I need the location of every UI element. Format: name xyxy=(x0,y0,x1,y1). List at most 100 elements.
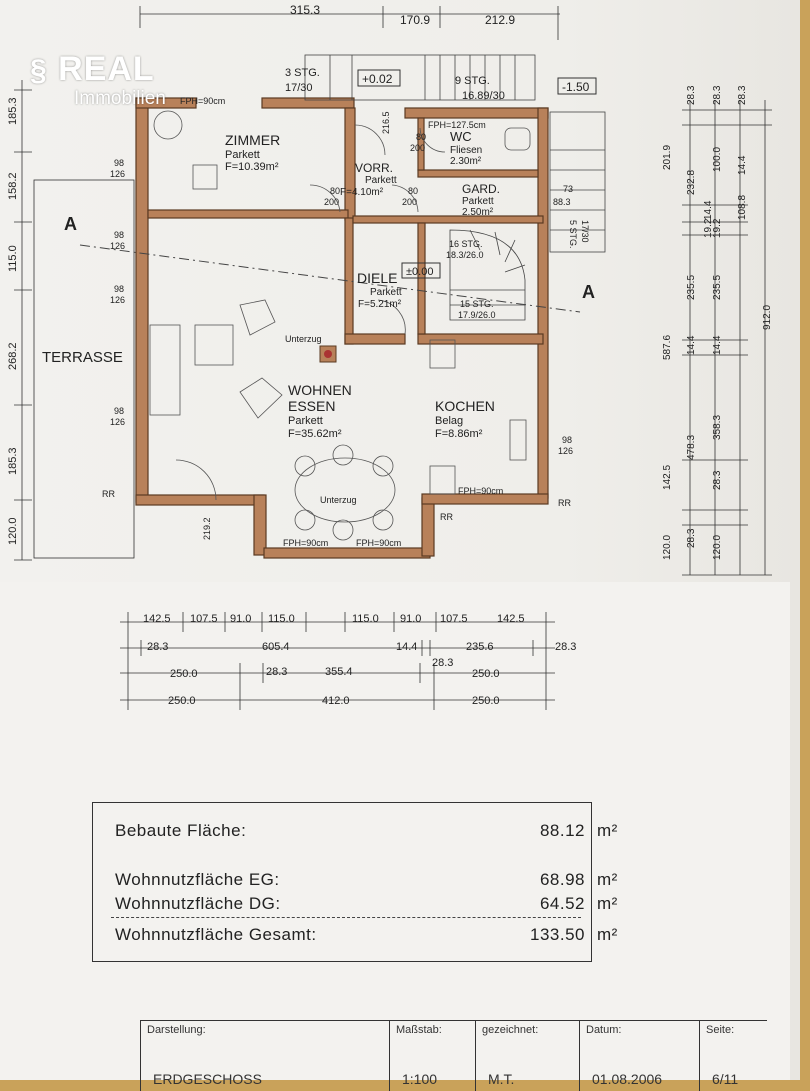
room-essen-name: ESSEN xyxy=(288,398,335,414)
unterzug-label-a: Unterzug xyxy=(285,334,322,344)
dim-left-2: 115.0 xyxy=(7,245,19,272)
stair-label-3: 3 STG. xyxy=(285,67,320,79)
dim-right-b-3: 19.2 xyxy=(712,218,723,238)
fph-label-zimmer: FPH=90cm xyxy=(180,96,225,106)
tb-value: 01.08.2006 xyxy=(592,1071,663,1087)
dim-right-b-9: 120.0 xyxy=(712,535,723,560)
window-dim-126-e: 126 xyxy=(558,446,573,456)
dim-right-b-6: 358.3 xyxy=(712,415,723,440)
dim-bottom-r4-1: 412.0 xyxy=(322,695,350,707)
dim-bottom-r2-0: 28.3 xyxy=(147,641,168,653)
brand-logo: § REAL Immobilien xyxy=(30,50,166,109)
stair-side-dim2: 73 xyxy=(563,184,573,194)
dim-right-a-1: 201.9 xyxy=(662,145,673,170)
area-value: 68.98 xyxy=(539,870,585,889)
dim-right-total: 912.0 xyxy=(762,305,773,330)
stair-ratio-16: 18.3/26.0 xyxy=(446,250,484,260)
tb-label: Maßstab: xyxy=(396,1024,442,1036)
door-dim-200-a: 200 xyxy=(324,197,339,207)
dim-right-b-1: 100.0 xyxy=(712,147,723,172)
room-vorr-floor: Parkett xyxy=(365,175,397,186)
room-kochen-name: KOCHEN xyxy=(435,398,495,414)
area-row-gesamt: Wohnnutzfläche Gesamt: 133.50 m² xyxy=(115,925,617,945)
tb-value: 1:100 xyxy=(402,1071,438,1087)
tb-datum: Datum: 01.08.2006 xyxy=(579,1021,700,1091)
dim-bottom-r4-2: 250.0 xyxy=(472,695,500,707)
dim-bottom-r1-7: 142.5 xyxy=(497,613,525,625)
fph-label-wohnen-a: FPH=90cm xyxy=(283,538,328,548)
tb-massstab: Maßstab: 1:100 xyxy=(389,1021,476,1091)
dim-right-a-9: 142.5 xyxy=(662,465,673,490)
stair-side-ratio: 17/30 xyxy=(580,220,590,243)
dim-bottom-r4-0: 250.0 xyxy=(168,695,196,707)
dim-right-b-5: 235.5 xyxy=(712,275,723,300)
dim-left-1: 158.2 xyxy=(7,172,19,200)
tb-label: Datum: xyxy=(586,1024,622,1036)
dim-right-a-11: 28.3 xyxy=(686,528,697,548)
door-dim-80-c: 80 xyxy=(416,132,426,142)
dim-bottom-r1-6: 107.5 xyxy=(440,613,468,625)
dim-right-a-5: 235.5 xyxy=(686,275,697,300)
room-diele-name: DIELE xyxy=(357,270,397,286)
section-marker-left: A xyxy=(64,214,77,234)
stair-ratio-3: 17/30 xyxy=(285,82,313,94)
room-kochen-area: F=8.86m² xyxy=(435,428,483,440)
section-marker-right: A xyxy=(582,282,595,302)
stair-side-dim: 88.3 xyxy=(553,197,571,207)
room-zimmer-name: ZIMMER xyxy=(225,132,280,148)
dim-top-c: 212.9 xyxy=(485,13,515,27)
area-divider xyxy=(111,917,581,918)
tb-value: ERDGESCHOSS xyxy=(153,1071,262,1087)
stair-label-16: 16 STG. xyxy=(449,239,483,249)
room-diele-floor: Parkett xyxy=(370,287,402,298)
dim-top-b: 170.9 xyxy=(400,13,430,27)
door-dim-200-b: 200 xyxy=(402,197,417,207)
stair-ratio-9: 16.89/30 xyxy=(462,90,505,102)
room-wohnen-area: F=35.62m² xyxy=(288,428,342,440)
window-dim-98-d: 98 xyxy=(114,406,124,416)
room-gard-floor: Parkett xyxy=(462,196,494,207)
area-row-eg: Wohnnutzfläche EG: 68.98 m² xyxy=(115,870,617,890)
logo-brand: REAL xyxy=(58,50,155,88)
dim-bottom-r1-5: 91.0 xyxy=(400,613,421,625)
fph-label-wohnen-b: FPH=90cm xyxy=(356,538,401,548)
dim-right-a-6: 587.6 xyxy=(662,335,673,360)
dim-right-a-3: 14.4 xyxy=(703,200,714,220)
tb-darstellung: Darstellung: ERDGESCHOSS xyxy=(141,1021,389,1091)
room-kochen-floor: Belag xyxy=(435,415,463,427)
dim-bottom-r1-0: 142.5 xyxy=(143,613,171,625)
area-value: 88.12 xyxy=(539,821,585,840)
stair-label-9: 9 STG. xyxy=(455,75,490,87)
window-dim-98-c: 98 xyxy=(114,284,124,294)
room-wc-area: 2.30m² xyxy=(450,156,482,167)
room-gard-name: GARD. xyxy=(462,182,500,196)
area-unit: m² xyxy=(597,894,618,913)
rr-label-left: RR xyxy=(102,489,115,499)
dim-right-a-4: 19.2 xyxy=(703,218,714,238)
dim-right-a-8: 478.3 xyxy=(686,435,697,460)
room-terrasse-name: TERRASSE xyxy=(42,349,123,366)
logo-sub: Immobilien xyxy=(74,88,166,109)
area-unit: m² xyxy=(597,870,618,889)
dim-right-a-2: 232.8 xyxy=(686,170,697,195)
area-row-dg: Wohnnutzfläche DG: 64.52 m² xyxy=(115,894,617,914)
room-wohnen-name: WOHNEN xyxy=(288,382,352,398)
dim-bottom-r2-3: 235.6 xyxy=(466,641,494,653)
stair-side-label: 5 STG. xyxy=(568,220,578,249)
tb-label: Seite: xyxy=(706,1024,735,1036)
dim-bottom-r3-0: 250.0 xyxy=(170,668,198,680)
door-dim-200-c: 200 xyxy=(410,143,425,153)
door-dim-80-b: 80 xyxy=(408,186,418,196)
level-lower: -1.50 xyxy=(562,80,590,94)
dim-right-a-10: 120.0 xyxy=(662,535,673,560)
dim-bottom-r1-4: 115.0 xyxy=(352,613,379,625)
room-wc-floor: Fliesen xyxy=(450,145,482,156)
tb-value: 6/11 xyxy=(712,1071,739,1087)
room-vorr-name: VORR. xyxy=(355,161,393,175)
dim-bottom-r3-3: 28.3 xyxy=(432,657,453,669)
dim-top-a: 315.3 xyxy=(290,3,320,17)
door-dim-219: 219.2 xyxy=(202,517,212,540)
area-unit: m² xyxy=(597,821,618,840)
area-value: 64.52 xyxy=(539,894,585,913)
